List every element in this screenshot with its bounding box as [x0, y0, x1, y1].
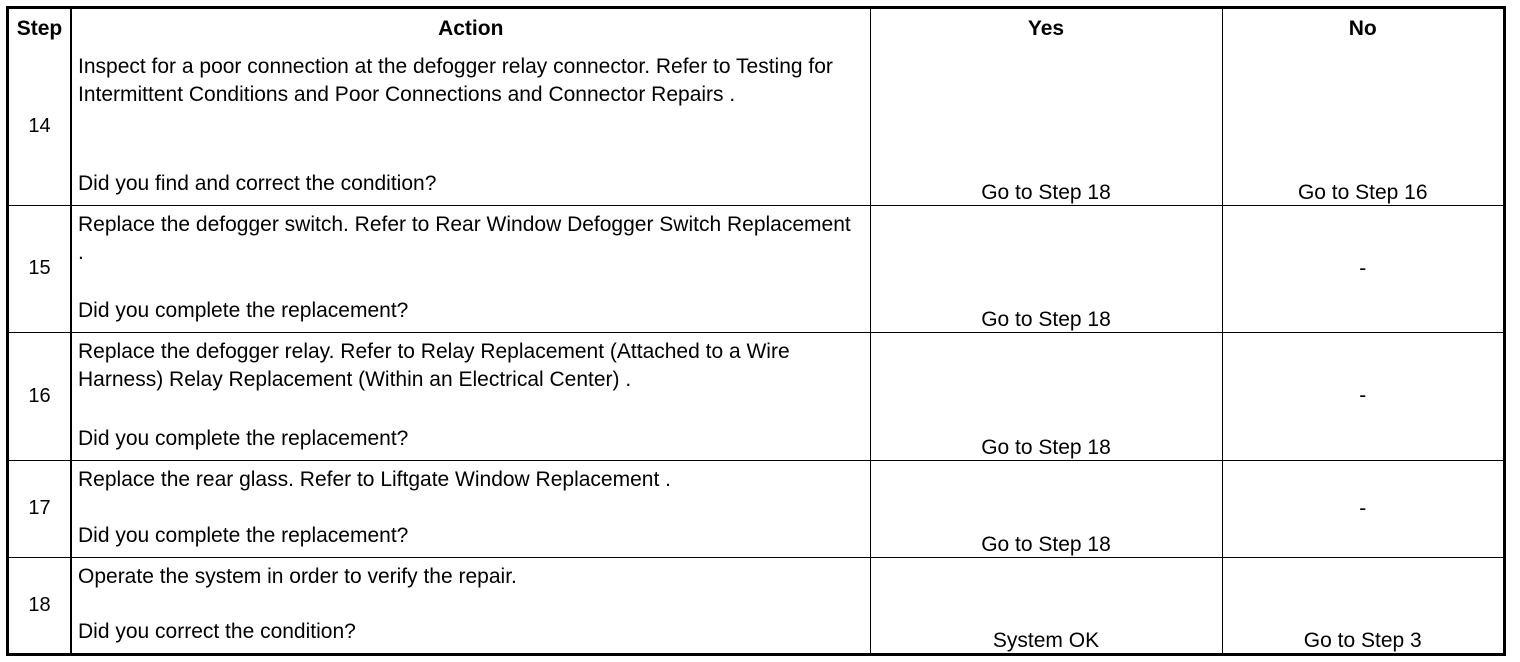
no-result: Go to Step 16: [1221, 48, 1503, 206]
action-instruction: Replace the defogger relay. Refer to Rel…: [78, 339, 790, 391]
action-instruction: Operate the system in order to verify th…: [78, 564, 517, 588]
header-step: Step: [9, 9, 72, 48]
no-result: -: [1221, 459, 1503, 558]
action-instruction: Replace the defogger switch. Refer to Re…: [78, 212, 851, 264]
yes-result: Go to Step 18: [869, 459, 1223, 558]
action-cell: Operate the system in order to verify th…: [70, 556, 871, 653]
action-question: Did you complete the replacement?: [78, 426, 409, 450]
table-row: 16 Replace the defogger relay. Refer to …: [9, 331, 1503, 461]
step-number: 16: [9, 331, 72, 461]
action-cell: Replace the defogger relay. Refer to Rel…: [70, 331, 871, 461]
action-question: Did you find and correct the condition?: [78, 171, 437, 195]
diagnostic-table-frame: Step Action Yes No 14 Inspect for a poor…: [6, 6, 1506, 656]
header-row: Step Action Yes No: [9, 9, 1503, 48]
header-no: No: [1221, 9, 1503, 48]
action-question: Did you complete the replacement?: [78, 298, 409, 322]
action-cell: Replace the defogger switch. Refer to Re…: [70, 204, 871, 333]
action-cell: Inspect for a poor connection at the def…: [70, 48, 871, 206]
table-row: 15 Replace the defogger switch. Refer to…: [9, 204, 1503, 333]
header-yes: Yes: [869, 9, 1223, 48]
action-instruction: Inspect for a poor connection at the def…: [78, 55, 833, 106]
no-result: -: [1221, 331, 1503, 461]
action-question: Did you complete the replacement?: [78, 523, 409, 547]
no-result: -: [1221, 204, 1503, 333]
yes-result: Go to Step 18: [869, 331, 1223, 461]
step-number: 18: [9, 556, 72, 653]
step-number: 15: [9, 204, 72, 333]
yes-result: Go to Step 18: [869, 48, 1223, 206]
table-row: 17 Replace the rear glass. Refer to Lift…: [9, 459, 1503, 558]
step-number: 14: [9, 48, 72, 206]
table-row: 14 Inspect for a poor connection at the …: [9, 48, 1503, 206]
diagnostic-table: Step Action Yes No 14 Inspect for a poor…: [9, 9, 1503, 653]
table-row: 18 Operate the system in order to verify…: [9, 556, 1503, 653]
step-number: 17: [9, 459, 72, 558]
no-result: Go to Step 3: [1221, 556, 1503, 653]
action-question: Did you correct the condition?: [78, 620, 356, 643]
action-cell: Replace the rear glass. Refer to Liftgat…: [70, 459, 871, 558]
yes-result: System OK: [869, 556, 1223, 653]
header-action: Action: [70, 9, 871, 48]
action-instruction: Replace the rear glass. Refer to Liftgat…: [78, 467, 671, 491]
yes-result: Go to Step 18: [869, 204, 1223, 333]
